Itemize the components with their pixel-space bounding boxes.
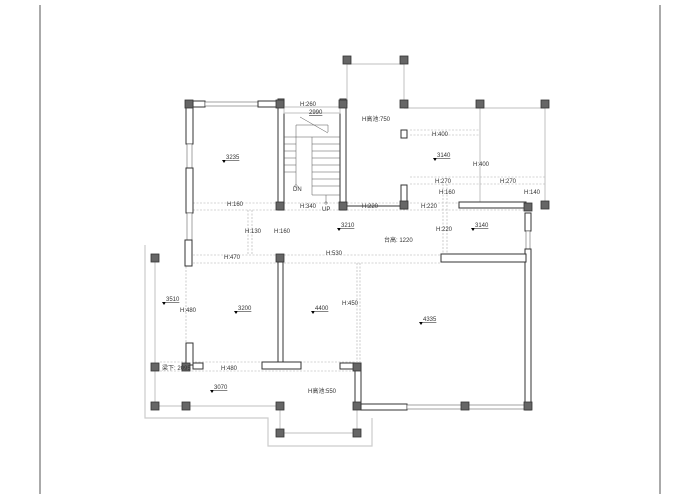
- elevation-triangle-icon: [419, 322, 423, 325]
- column: [184, 99, 194, 109]
- elevation-marker: 4335: [419, 317, 437, 325]
- column: [150, 401, 160, 411]
- columns: [150, 55, 550, 438]
- column: [181, 362, 191, 372]
- elevation-value: 4400: [315, 306, 329, 312]
- column: [150, 253, 160, 263]
- walls: [184, 98, 532, 411]
- elevation-marker: 3510: [162, 297, 180, 305]
- stair-down-label: DN: [293, 187, 302, 193]
- column: [540, 200, 550, 210]
- height-label: H:480: [221, 366, 238, 372]
- column: [275, 99, 285, 109]
- elevation-marker: 3070: [210, 385, 228, 393]
- height-label: H:130: [245, 229, 262, 235]
- elevation-value: 3235: [226, 155, 240, 161]
- stair-height-label: H:260: [300, 102, 317, 108]
- column: [399, 55, 409, 65]
- elevation-value: 3070: [214, 385, 228, 391]
- height-label: H:470: [224, 255, 241, 261]
- elevation-marker: 3210: [337, 223, 355, 231]
- terrace-outline: [144, 60, 546, 447]
- column: [342, 55, 352, 65]
- column: [523, 401, 533, 411]
- elevation-marker: 3140: [471, 223, 489, 231]
- stair-elevation-label: 2990: [309, 110, 323, 116]
- height-label: H:480: [180, 308, 197, 314]
- elevation-value: 4335: [423, 317, 437, 323]
- drawing-frame: [39, 5, 661, 494]
- elevation-value: 3200: [238, 306, 252, 312]
- elevation-triangle-icon: [162, 302, 166, 305]
- column: [523, 202, 533, 212]
- height-label: H高池:550: [308, 387, 337, 395]
- elevation-triangle-icon: [222, 160, 226, 163]
- elevation-marker: 3235: [222, 155, 240, 163]
- elevation-triangle-icon: [210, 390, 214, 393]
- elevation-value: 3140: [475, 223, 489, 229]
- column: [150, 362, 160, 372]
- height-label: H:220: [421, 204, 438, 210]
- height-label: H:270: [500, 179, 517, 185]
- elevation-triangle-icon: [234, 311, 238, 314]
- elevation-triangle-icon: [311, 311, 315, 314]
- elevation-value: 3140: [437, 153, 451, 159]
- height-label: H:140: [524, 190, 541, 196]
- beam-height-note: 梁下: 2095: [162, 364, 191, 372]
- height-label: H高池:750: [362, 115, 391, 123]
- elevation-marker: 4400: [311, 306, 329, 314]
- elevation-triangle-icon: [433, 158, 437, 161]
- height-label: H:220: [436, 227, 453, 233]
- elevation-value: 3510: [166, 297, 180, 303]
- height-label: H:530: [326, 251, 343, 257]
- column: [338, 201, 348, 211]
- stairs: DN UP H:260 2990: [283, 102, 341, 213]
- height-label: H:160: [227, 202, 244, 208]
- column: [275, 253, 285, 263]
- column: [352, 401, 362, 411]
- elevation-value: 3210: [341, 223, 355, 229]
- column: [460, 401, 470, 411]
- elevation-marker: 3200: [234, 306, 252, 314]
- column: [275, 428, 285, 438]
- column: [399, 99, 409, 109]
- height-label: H:340: [300, 204, 317, 210]
- height-label: H:400: [473, 162, 490, 168]
- column: [352, 428, 362, 438]
- column: [275, 401, 285, 411]
- stair-up-label: UP: [322, 207, 330, 213]
- column: [275, 201, 285, 211]
- elevation-triangle-icon: [471, 228, 475, 231]
- height-label: H:450: [342, 301, 359, 307]
- height-label: H:160: [439, 190, 456, 196]
- height-label: H:160: [274, 229, 291, 235]
- elevation-markers: 3235 3140 3210 3140 3510 3200 4400 4335 3070: [162, 153, 489, 393]
- column: [475, 99, 485, 109]
- dashed-beams: [160, 129, 545, 372]
- height-label: H:270: [435, 179, 452, 185]
- elevation-triangle-icon: [337, 228, 341, 231]
- column: [540, 99, 550, 109]
- elevation-marker: 3140: [433, 153, 451, 161]
- counter-height-note: 台高: 1220: [384, 236, 413, 244]
- column: [338, 99, 348, 109]
- column: [352, 362, 362, 372]
- height-label: H:220: [362, 204, 379, 210]
- height-label: H:400: [432, 132, 449, 138]
- column: [181, 401, 191, 411]
- column: [399, 200, 409, 210]
